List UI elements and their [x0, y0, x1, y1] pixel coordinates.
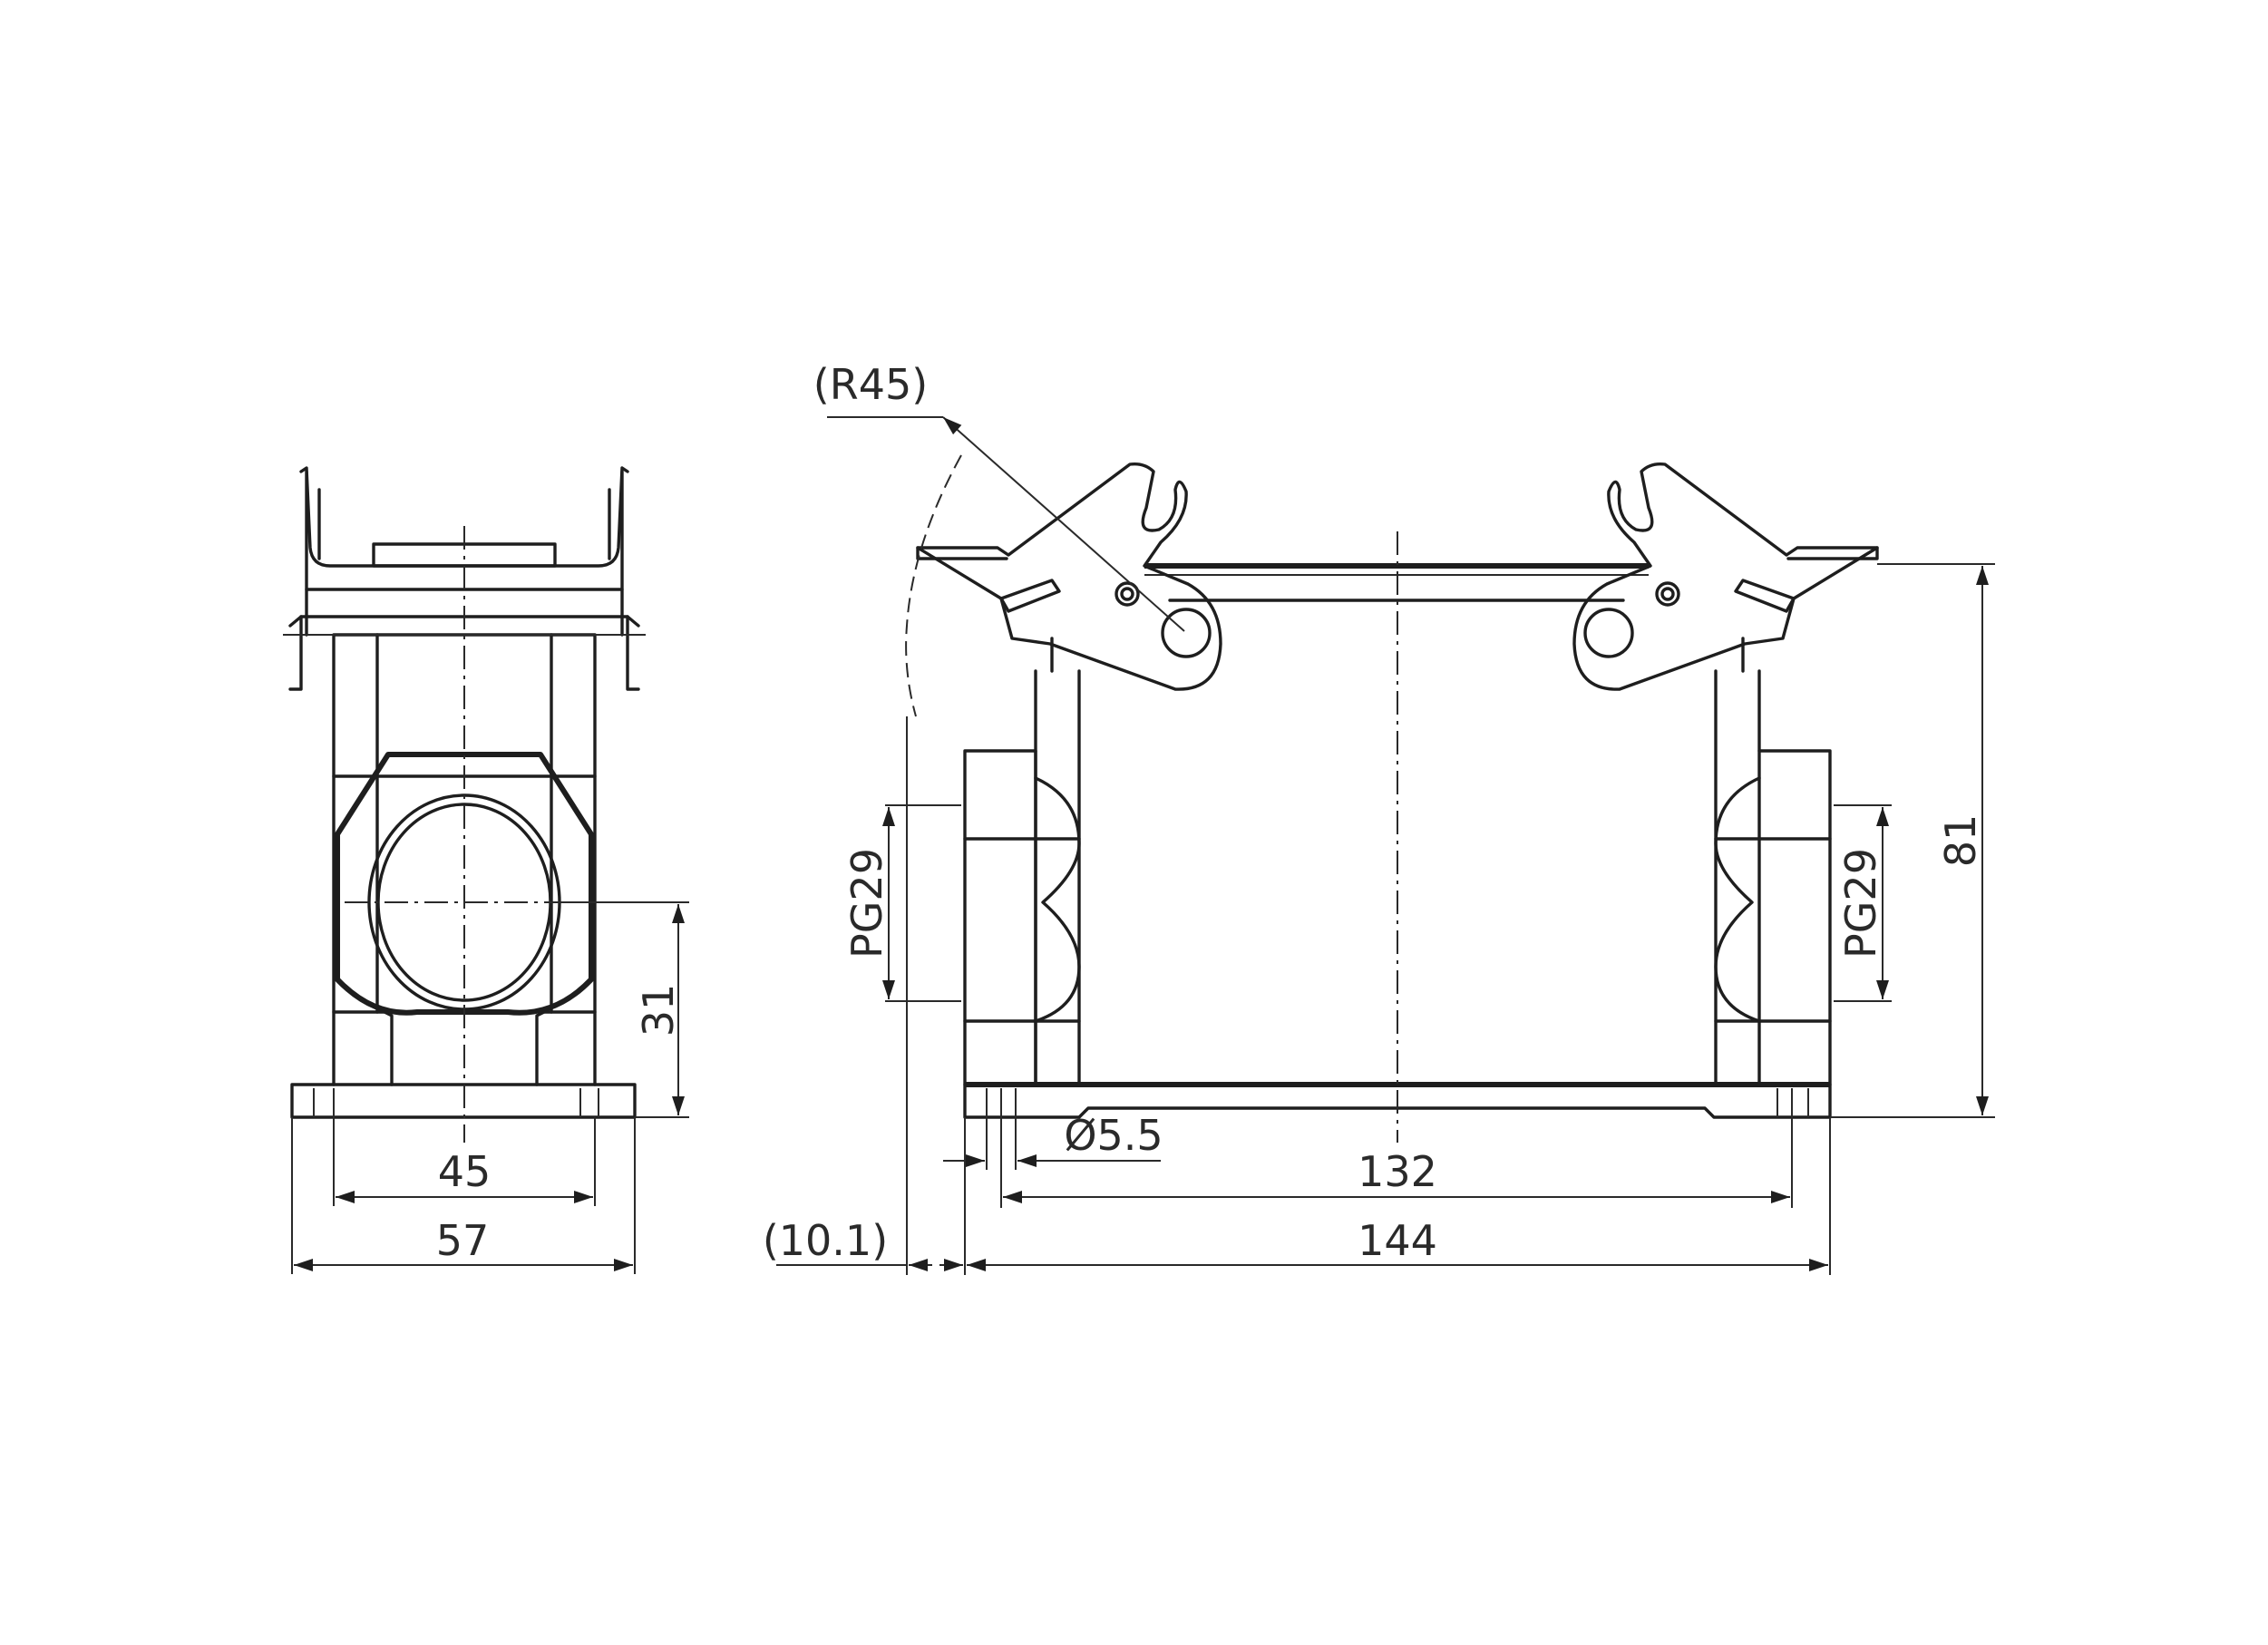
front-view-right-boss	[1714, 669, 1832, 1086]
dimension-offset: (10.1)	[763, 716, 963, 1275]
dimension-31: 31	[559, 901, 689, 1118]
dimension-57: 57	[291, 1117, 636, 1274]
dimension-pg29-left-label: PG29	[842, 848, 891, 959]
dimension-81: 81	[1830, 563, 1995, 1118]
dimension-132: 132	[1000, 1117, 1793, 1208]
dimension-offset-label: (10.1)	[763, 1216, 888, 1265]
dimension-hole-diameter-label: Ø5.5	[1064, 1111, 1163, 1160]
side-view: 31 45 57	[283, 466, 689, 1274]
dimension-pg29-right-label: PG29	[1836, 848, 1885, 959]
dimension-31-label: 31	[634, 984, 683, 1037]
dimension-144-label: 144	[1358, 1216, 1437, 1265]
dimension-r45-label: (R45)	[813, 360, 928, 409]
dimension-r45: (R45)	[813, 360, 1185, 717]
front-view: (R45) 81 PG29 PG29	[763, 360, 1995, 1275]
dimension-81-label: 81	[1936, 814, 1985, 868]
dimension-144: 144	[964, 1117, 1831, 1275]
dimension-57-label: 57	[436, 1216, 490, 1265]
front-view-left-boss	[963, 669, 1081, 1086]
dimension-hole-diameter: Ø5.5	[943, 1111, 1163, 1170]
dimension-45-label: 45	[438, 1147, 492, 1196]
dimension-132-label: 132	[1358, 1147, 1437, 1196]
front-view-left-latch	[916, 462, 1222, 691]
dimension-pg29-left: PG29	[842, 804, 961, 1002]
front-view-right-latch	[1572, 462, 1879, 691]
dimension-pg29-right: PG29	[1834, 804, 1892, 1002]
front-view-base-plate	[963, 1082, 1832, 1119]
dimension-45: 45	[333, 1117, 596, 1206]
